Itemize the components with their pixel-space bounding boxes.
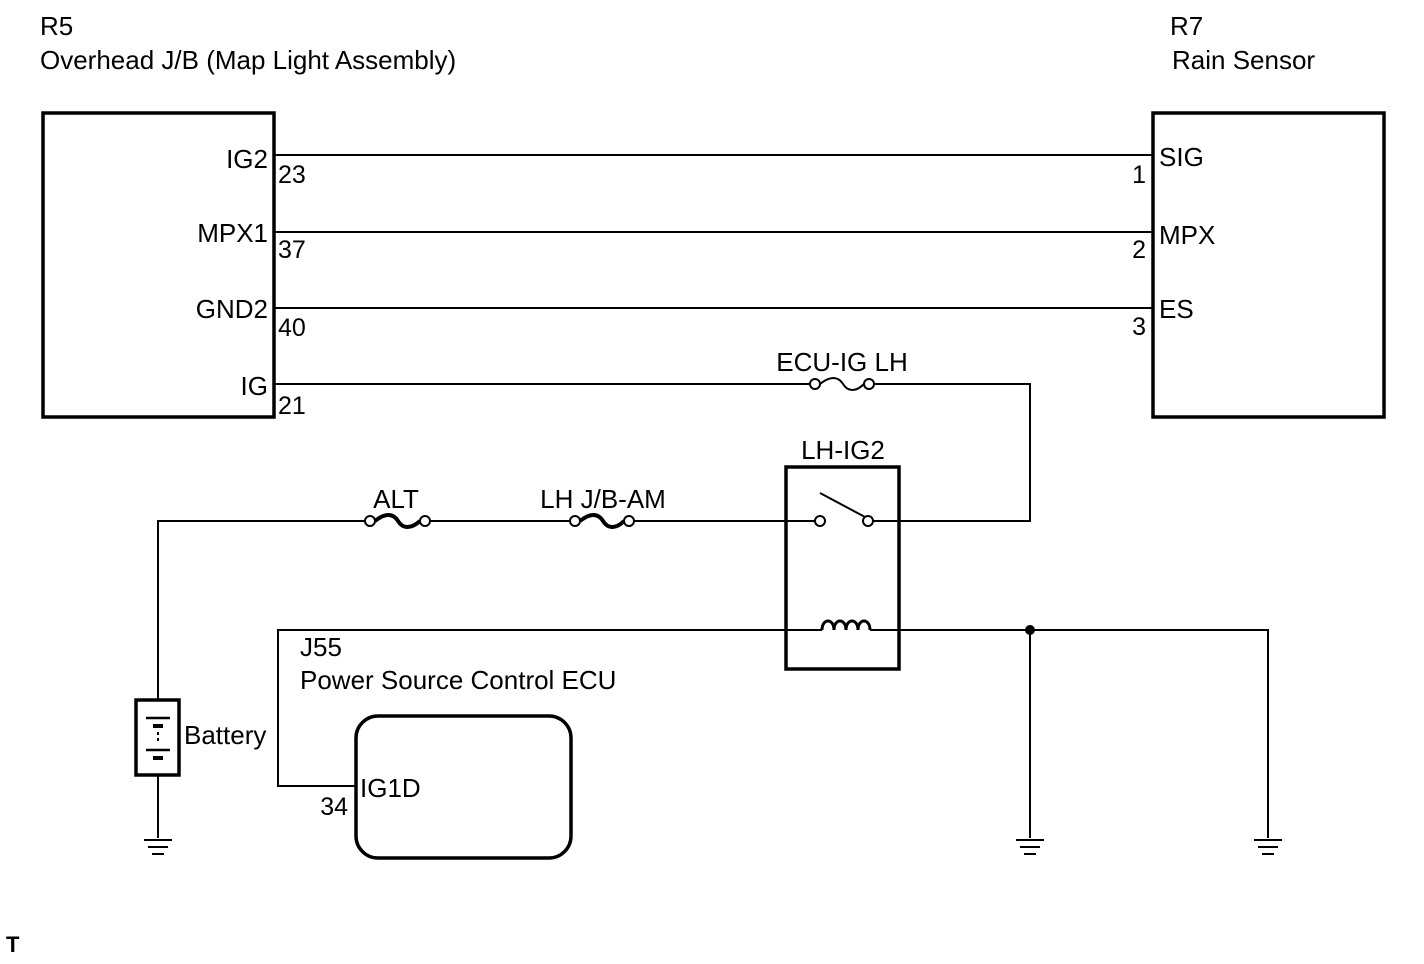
rs-pin-label-mpx: MPX (1159, 220, 1215, 250)
jb-pin-label-ig: IG (241, 371, 268, 401)
battery-icon (134, 698, 181, 777)
power-ecu-box (354, 714, 573, 860)
fuse-alt-label: ALT (373, 484, 419, 514)
rs-pin-label-sig: SIG (1159, 142, 1204, 172)
jb-pin-label-mpx1: MPX1 (197, 218, 268, 248)
power-ecu-code: J55 (300, 632, 342, 662)
overhead-jb-box (41, 111, 276, 419)
rain-sensor-name: Rain Sensor (1172, 45, 1315, 75)
overhead-jb-name: Overhead J/B (Map Light Assembly) (40, 45, 456, 75)
rs-pin-number-1: 1 (1132, 161, 1146, 189)
relay-box (784, 465, 901, 671)
rain-sensor-code: R7 (1170, 11, 1203, 41)
wire-battery-to-alt (157, 520, 366, 700)
jb-pin-number-21: 21 (278, 392, 306, 420)
rs-pin-number-3: 3 (1132, 313, 1146, 341)
power-ecu-pin-label: IG1D (360, 773, 421, 803)
relay-coil-icon (820, 619, 872, 631)
wire-fuse-to-relay (874, 383, 1031, 522)
jb-pin-number-23: 23 (278, 161, 306, 189)
rs-pin-label-es: ES (1159, 294, 1194, 324)
power-ecu-pin-number: 34 (320, 793, 348, 821)
power-ecu-name: Power Source Control ECU (300, 665, 616, 695)
fuse-ecu-ig-lh-icon (809, 377, 875, 391)
jb-pin-number-40: 40 (278, 314, 306, 342)
rain-sensor-box (1151, 111, 1386, 419)
ground-icon (1254, 839, 1282, 855)
rs-pin-number-2: 2 (1132, 236, 1146, 264)
relay-label: LH-IG2 (801, 435, 885, 465)
battery-label: Battery (184, 720, 266, 750)
jb-pin-label-ig2: IG2 (226, 144, 268, 174)
wire-coil-to-ground (870, 629, 1269, 838)
overhead-jb-code: R5 (40, 11, 73, 41)
ground-icon (144, 839, 172, 855)
fuse-alt-icon (364, 513, 431, 529)
jb-pin-number-37: 37 (278, 236, 306, 264)
fuse-lh-jb-am-label: LH J/B-AM (540, 484, 666, 514)
wire-ig1d-to-coil (277, 629, 822, 787)
jb-pin-label-gnd2: GND2 (196, 294, 268, 324)
ground-icon (1016, 839, 1044, 855)
relay-switch-icon (786, 492, 899, 527)
fuse-lh-jb-am-icon (569, 513, 635, 529)
footer-mark: T (6, 932, 20, 957)
fuse-ecu-ig-lh-label: ECU-IG LH (776, 347, 907, 377)
